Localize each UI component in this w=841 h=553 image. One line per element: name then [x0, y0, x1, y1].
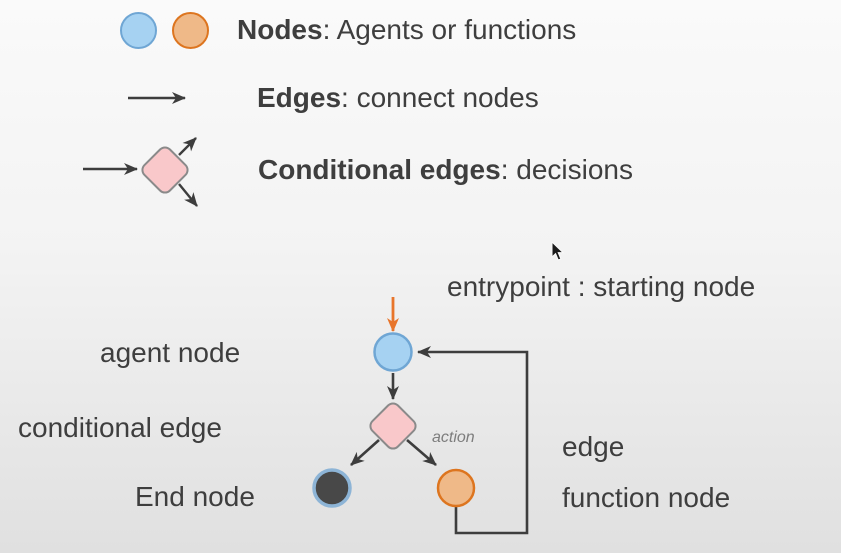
legend-row-edges: Edges: connect nodes [257, 83, 539, 113]
edge-arrow-icon [128, 92, 186, 104]
legend-desc-conditional: : decisions [500, 154, 633, 185]
conditional-to-function-arrow [406, 439, 437, 466]
mouse-cursor-icon [551, 242, 565, 261]
loop-edge [417, 346, 529, 535]
edge-label: edge [562, 431, 625, 462]
legend-term-edges: Edges [257, 82, 342, 113]
function-node-circle [436, 468, 476, 508]
end-node-circle [312, 468, 352, 508]
conditional-diamond-icon [141, 146, 189, 194]
orange-node-icon [172, 12, 209, 49]
end-node-label: End node [135, 481, 255, 512]
conditional-edge-label: conditional edge [18, 412, 222, 443]
blue-node-icon [120, 12, 157, 49]
legend: Nodes: Agents or functions Edges: connec… [0, 0, 841, 230]
entrypoint-label: entrypoint : starting node [447, 271, 756, 302]
conditional-to-end-arrow [350, 439, 380, 466]
legend-desc-edges: : connect nodes [341, 82, 539, 113]
branch-arrow-up [178, 137, 197, 156]
action-label: action [432, 429, 475, 446]
cursor-arrow [551, 242, 565, 261]
agent-node-label: agent node [100, 337, 241, 368]
agent-node-circle [373, 332, 413, 372]
legend-term-nodes: Nodes [237, 14, 323, 45]
legend-row-nodes: Nodes: Agents or functions [237, 15, 576, 45]
legend-term-conditional: Conditional edges [258, 154, 501, 185]
branch-arrow-down [178, 183, 198, 207]
function-node-label: function node [562, 482, 731, 513]
legend-desc-nodes: : Agents or functions [322, 14, 577, 45]
conditional-edge-icon [83, 137, 198, 207]
legend-row-conditional: Conditional edges: decisions [258, 155, 633, 185]
conditional-diamond [369, 402, 417, 450]
